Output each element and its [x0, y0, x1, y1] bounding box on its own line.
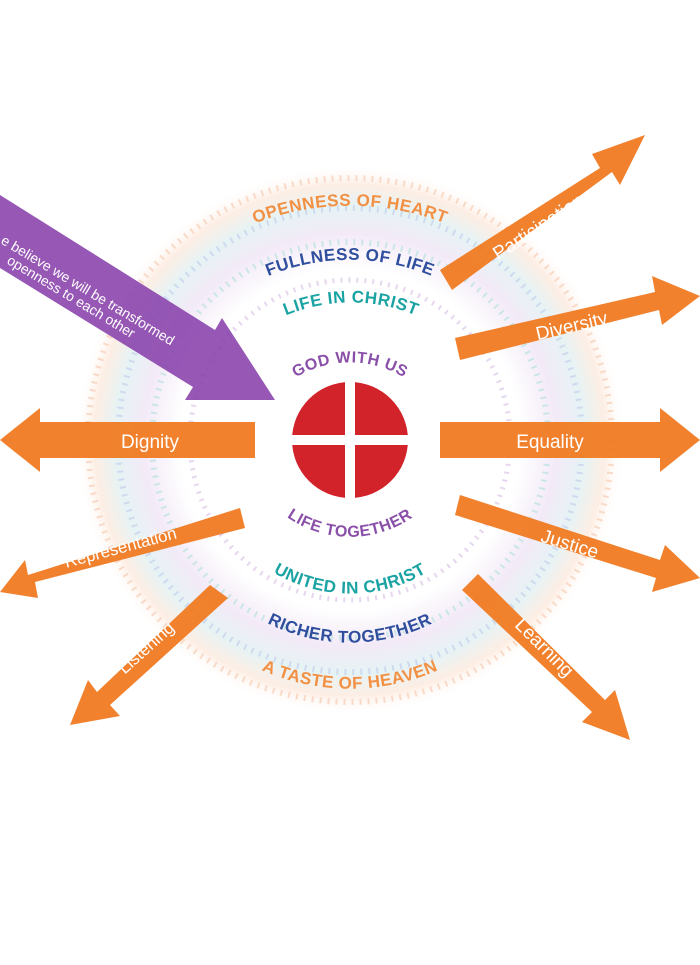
purple-arrow [0, 195, 275, 400]
arrow-dignity [0, 408, 255, 472]
left-arrows [0, 408, 255, 725]
arrow-equality [440, 408, 700, 472]
arrow-participation [440, 135, 645, 290]
label-dignity: Dignity [121, 432, 180, 453]
arrow-learning [462, 574, 630, 740]
arrow-listening [70, 585, 228, 725]
right-arrows [440, 135, 700, 740]
logo-cross-horizontal [288, 435, 412, 445]
cross-logo [288, 378, 412, 502]
label-equality: Equality [516, 432, 584, 453]
arrow-justice [455, 495, 700, 592]
arrow-diversity [455, 276, 700, 360]
arrow-representation [0, 508, 245, 598]
